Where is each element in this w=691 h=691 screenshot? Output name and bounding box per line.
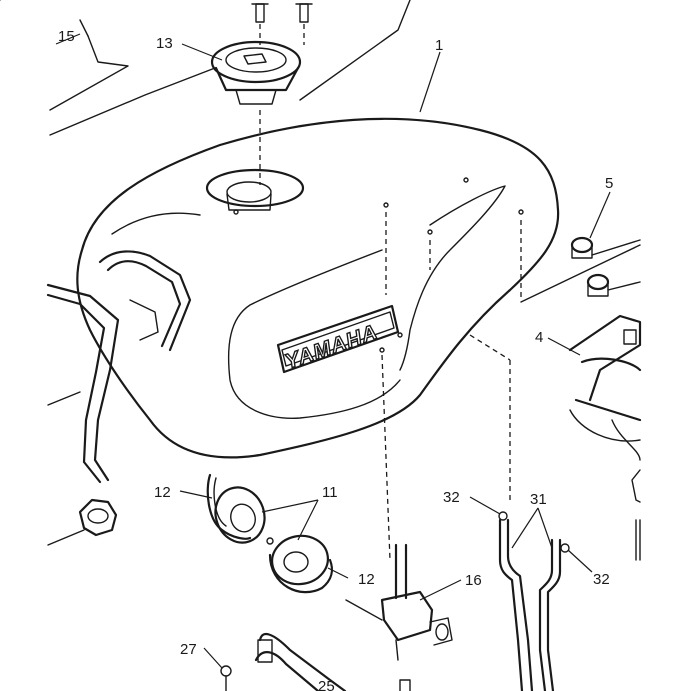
fuel-hose-bottom	[220, 632, 347, 691]
bolt-5	[570, 236, 641, 297]
bolt-top-left	[251, 3, 269, 23]
callout-12-upper: 12	[154, 484, 171, 501]
callout-27: 27	[180, 641, 197, 658]
breather-pipes	[498, 511, 570, 691]
nut-left	[47, 498, 118, 546]
callout-12-lower: 12	[358, 571, 375, 588]
callout-32-left: 32	[443, 489, 460, 506]
yamaha-emblem: YAMAHA	[276, 304, 400, 374]
callout-15: 15	[58, 28, 75, 45]
callout-5: 5	[605, 175, 613, 192]
callout-11: 11	[322, 484, 338, 501]
callout-leaders	[55, 33, 611, 669]
bolt-top-right	[295, 3, 313, 23]
callout-16: 16	[465, 572, 482, 589]
frame-outline-upper	[49, 0, 411, 136]
fuel-cock	[345, 543, 453, 691]
callout-4: 4	[535, 329, 543, 346]
brand-text: YAMAHA	[282, 321, 381, 374]
damper-upper	[206, 473, 266, 544]
damper-lower	[266, 534, 333, 594]
callout-numbers: 1 13 15 5 4 12 11 12 16 32 31 32 27 25	[58, 28, 613, 691]
mount-bracket-right	[568, 314, 642, 561]
callout-1: 1	[435, 37, 443, 54]
callout-25: 25	[318, 678, 335, 691]
callout-32-right: 32	[593, 571, 610, 588]
callout-13: 13	[156, 35, 173, 52]
fuel-cap	[210, 40, 302, 105]
frame-rail	[46, 250, 192, 484]
fuel-tank-body	[76, 117, 560, 459]
callout-31: 31	[530, 491, 547, 508]
